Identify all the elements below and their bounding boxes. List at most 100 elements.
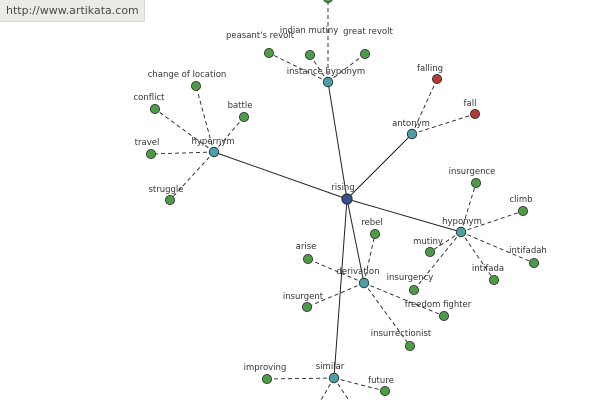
- leaf-node-top-unlabeled[interactable]: [323, 0, 333, 3]
- leaf-node-rebel[interactable]: rebel: [361, 218, 383, 239]
- leaf-node-insurgent-dot[interactable]: [301, 301, 312, 312]
- edge-center-instance-hyponym: [327, 81, 348, 200]
- leaf-node-change-of-location-label: change of location: [148, 70, 227, 80]
- relation-node-instance-hyponym-dot[interactable]: [322, 76, 334, 88]
- edge-similar-future: [333, 377, 386, 392]
- edge-instance-hyponym-indian-mutiny: [309, 54, 329, 83]
- leaf-node-climb[interactable]: climb: [509, 195, 533, 216]
- edge-hypernym-conflict: [154, 108, 215, 153]
- leaf-node-future[interactable]: future: [368, 376, 394, 396]
- leaf-node-change-of-location[interactable]: change of location: [148, 70, 227, 92]
- edge-center-hyponym: [346, 198, 462, 233]
- leaf-node-insurrectionist[interactable]: insurrectionist: [371, 329, 432, 351]
- edge-hyponym-mutiny: [429, 231, 462, 253]
- relation-node-antonym[interactable]: antonym: [392, 119, 430, 140]
- leaf-node-mutiny-dot[interactable]: [424, 246, 435, 257]
- relation-node-hyponym-dot[interactable]: [455, 226, 467, 238]
- leaf-node-mutiny-label: mutiny: [413, 237, 443, 247]
- edge-similar-similar-offscreen-1: [320, 377, 335, 400]
- leaf-node-conflict-label: conflict: [134, 93, 166, 103]
- center-node-rising-dot[interactable]: [341, 193, 353, 205]
- relation-node-hyponym-label: hyponym: [442, 217, 482, 227]
- leaf-node-battle-label: battle: [228, 101, 253, 111]
- leaf-node-travel[interactable]: travel: [135, 138, 160, 159]
- relation-node-hypernym-dot[interactable]: [208, 146, 220, 158]
- leaf-node-intifada[interactable]: intifada: [472, 264, 504, 285]
- leaf-node-struggle-label: struggle: [148, 185, 183, 195]
- leaf-node-great-revolt[interactable]: great revolt: [343, 27, 393, 60]
- relation-node-antonym-label: antonym: [392, 119, 430, 129]
- leaf-node-falling[interactable]: falling: [417, 64, 443, 85]
- leaf-node-battle[interactable]: battle: [228, 101, 253, 123]
- leaf-node-struggle-dot[interactable]: [164, 194, 175, 205]
- edge-hypernym-travel: [150, 151, 215, 155]
- leaf-node-intifadah[interactable]: intifadah: [509, 246, 547, 268]
- leaf-node-arise-label: arise: [296, 242, 317, 252]
- leaf-node-freedom-fighter[interactable]: freedom fighter: [405, 300, 472, 321]
- leaf-node-intifadah-dot[interactable]: [529, 257, 540, 268]
- edge-antonym-falling: [411, 78, 438, 135]
- leaf-node-insurgence-label: insurgence: [449, 167, 496, 177]
- edge-similar-improving: [266, 377, 335, 380]
- leaf-node-freedom-fighter-label: freedom fighter: [405, 300, 472, 310]
- leaf-node-intifada-dot[interactable]: [488, 274, 499, 285]
- leaf-node-conflict-dot[interactable]: [149, 104, 160, 115]
- leaf-node-insurgence-dot[interactable]: [470, 177, 481, 188]
- leaf-node-future-dot[interactable]: [379, 385, 390, 396]
- relation-node-hypernym[interactable]: hypernym: [191, 137, 235, 158]
- leaf-node-change-of-location-dot[interactable]: [190, 81, 201, 92]
- leaf-node-rebel-dot[interactable]: [369, 228, 380, 239]
- relation-node-instance-hyponym[interactable]: instance hyponym: [287, 67, 365, 88]
- relation-node-hypernym-label: hypernym: [191, 137, 234, 147]
- leaf-node-intifada-label: intifada: [472, 264, 504, 274]
- edge-hyponym-insurgence: [460, 182, 477, 233]
- leaf-node-great-revolt-dot[interactable]: [359, 49, 370, 60]
- leaf-node-improving-label: improving: [244, 363, 287, 373]
- leaf-node-peasants-revolt-dot[interactable]: [263, 48, 274, 59]
- leaf-node-top-unlabeled-dot[interactable]: [323, 0, 333, 3]
- relation-node-hyponym[interactable]: hyponym: [442, 217, 482, 238]
- center-node-rising[interactable]: rising: [331, 183, 355, 205]
- leaf-node-insurgency-h[interactable]: insurgency: [387, 273, 434, 295]
- leaf-node-indian-mutiny-label: indian mutiny: [280, 26, 339, 36]
- leaf-node-struggle[interactable]: struggle: [148, 185, 184, 205]
- relation-node-derivation[interactable]: derivation: [336, 267, 380, 289]
- graph-edges: [150, 0, 535, 400]
- leaf-node-insurrectionist-dot[interactable]: [404, 340, 415, 351]
- leaf-node-improving-dot[interactable]: [261, 373, 272, 384]
- leaf-node-travel-dot[interactable]: [145, 148, 156, 159]
- leaf-node-great-revolt-label: great revolt: [343, 27, 393, 37]
- leaf-node-freedom-fighter-dot[interactable]: [438, 310, 449, 321]
- edge-center-derivation: [346, 198, 365, 284]
- relation-node-derivation-label: derivation: [336, 267, 379, 277]
- leaf-node-falling-label: falling: [417, 64, 443, 74]
- leaf-node-falling-dot[interactable]: [431, 74, 442, 85]
- leaf-node-insurgency-h-dot[interactable]: [408, 284, 419, 295]
- leaf-node-improving[interactable]: improving: [244, 363, 287, 384]
- relation-node-antonym-dot[interactable]: [406, 128, 418, 140]
- relation-node-instance-hyponym-label: instance hyponym: [287, 67, 365, 77]
- leaf-node-mutiny[interactable]: mutiny: [413, 237, 443, 257]
- leaf-node-fall[interactable]: fall: [464, 99, 480, 120]
- leaf-node-conflict[interactable]: conflict: [134, 93, 166, 115]
- leaf-node-peasants-revolt-label: peasant's revolt: [226, 31, 295, 41]
- leaf-node-arise[interactable]: arise: [296, 242, 317, 264]
- leaf-node-insurgent[interactable]: insurgent: [283, 292, 324, 312]
- source-url-badge[interactable]: http://www.artikata.com: [0, 0, 145, 22]
- leaf-node-intifadah-label: intifadah: [509, 246, 547, 256]
- leaf-node-arise-dot[interactable]: [302, 253, 313, 264]
- leaf-node-indian-mutiny-dot[interactable]: [304, 50, 315, 61]
- leaf-node-indian-mutiny[interactable]: indian mutiny: [280, 26, 339, 61]
- leaf-node-climb-dot[interactable]: [518, 205, 529, 216]
- relation-node-similar-dot[interactable]: [328, 372, 340, 384]
- leaf-node-future-label: future: [368, 376, 394, 386]
- relation-node-similar[interactable]: similar: [316, 362, 345, 384]
- edge-hyponym-insurgency-h: [413, 231, 462, 291]
- edge-hypernym-battle: [213, 116, 245, 153]
- relation-node-derivation-dot[interactable]: [358, 277, 370, 289]
- leaf-node-battle-dot[interactable]: [238, 112, 249, 123]
- edge-similar-similar-offscreen-2: [333, 377, 350, 400]
- leaf-node-insurgence[interactable]: insurgence: [449, 167, 496, 188]
- leaf-node-fall-dot[interactable]: [469, 109, 480, 120]
- leaf-node-peasants-revolt[interactable]: peasant's revolt: [226, 31, 295, 59]
